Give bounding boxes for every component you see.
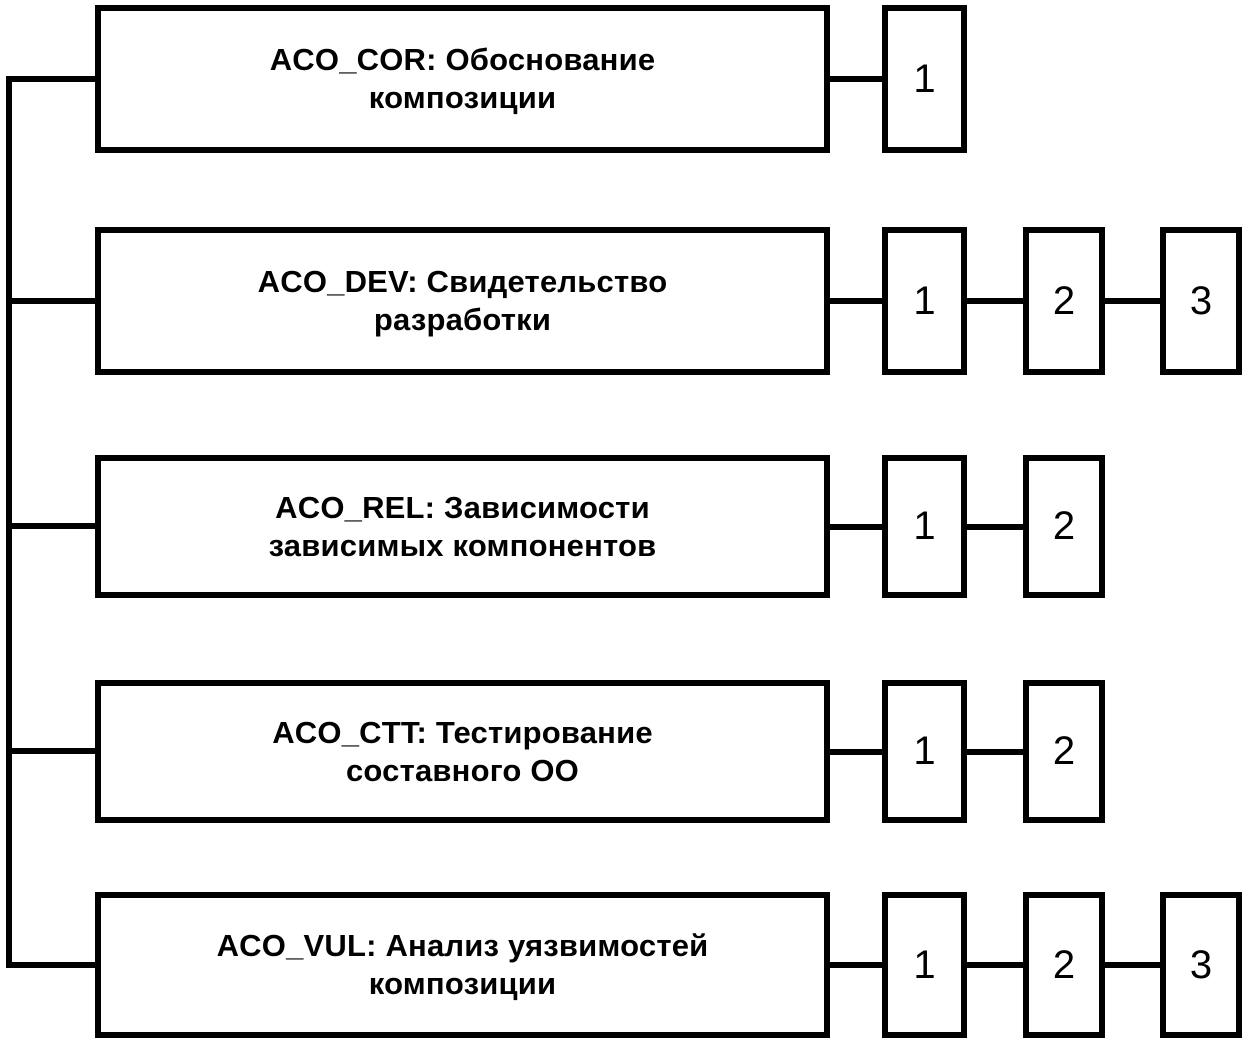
- component-box-aco-rel-1: 1: [882, 455, 967, 598]
- component-number: 3: [1189, 942, 1213, 987]
- component-box-aco-ctt-1: 1: [882, 680, 967, 823]
- family-row-aco-dev: ACO_DEV: Свидетельство разработки 1 2 3: [95, 227, 1242, 375]
- connector-line: [830, 962, 882, 968]
- connector-line: [967, 298, 1023, 304]
- family-label-line1: ACO_DEV: Свидетельство: [257, 264, 668, 299]
- family-label-aco-rel: ACO_REL: Зависимости зависимых компонент…: [269, 489, 657, 565]
- connector-line: [830, 298, 882, 304]
- connector-line: [1105, 962, 1160, 968]
- component-number: 3: [1189, 278, 1213, 323]
- connector-line: [830, 523, 882, 530]
- family-label-aco-ctt: ACO_CTT: Тестирование составного ОО: [272, 714, 653, 790]
- component-box-aco-vul-1: 1: [882, 892, 967, 1038]
- component-number: 2: [1052, 942, 1076, 987]
- component-box-aco-ctt-2: 2: [1023, 680, 1105, 823]
- family-label-line1: ACO_VUL: Анализ уязвимостей: [216, 928, 709, 963]
- component-box-aco-dev-2: 2: [1023, 227, 1105, 375]
- component-number: 2: [1052, 504, 1076, 548]
- branch-line-aco-dev: [6, 298, 95, 304]
- component-box-aco-vul-3: 3: [1160, 892, 1242, 1038]
- branch-line-aco-vul: [6, 962, 95, 968]
- family-box-aco-vul: ACO_VUL: Анализ уязвимостей композиции: [95, 892, 830, 1038]
- family-label-aco-vul: ACO_VUL: Анализ уязвимостей композиции: [217, 927, 709, 1003]
- component-number: 1: [913, 942, 936, 987]
- family-box-aco-ctt: ACO_CTT: Тестирование составного ОО: [95, 680, 830, 823]
- family-label-line2: зависимых компонентов: [268, 527, 657, 563]
- family-row-aco-cor: ACO_COR: Обоснование композиции 1: [95, 5, 967, 153]
- connector-line: [1105, 298, 1160, 304]
- family-row-aco-rel: ACO_REL: Зависимости зависимых компонент…: [95, 455, 1105, 598]
- family-label-line1: ACO_REL: Зависимости: [275, 489, 650, 525]
- component-number: 2: [1052, 278, 1076, 323]
- component-box-aco-rel-2: 2: [1023, 455, 1105, 598]
- family-label-line2: композиции: [368, 80, 557, 115]
- component-number: 1: [913, 278, 936, 323]
- component-box-aco-dev-1: 1: [882, 227, 967, 375]
- spine-line: [6, 76, 12, 968]
- component-box-aco-dev-3: 3: [1160, 227, 1242, 375]
- family-label-aco-cor: ACO_COR: Обоснование композиции: [270, 41, 656, 117]
- family-row-aco-vul: ACO_VUL: Анализ уязвимостей композиции 1…: [95, 892, 1242, 1038]
- component-number: 1: [913, 504, 936, 548]
- family-label-line2: разработки: [373, 302, 552, 337]
- component-number: 1: [913, 729, 936, 773]
- component-box-aco-cor-1: 1: [882, 5, 967, 153]
- family-box-aco-rel: ACO_REL: Зависимости зависимых компонент…: [95, 455, 830, 598]
- connector-line: [830, 76, 882, 82]
- family-row-aco-ctt: ACO_CTT: Тестирование составного ОО 1 2: [95, 680, 1105, 823]
- connector-line: [967, 523, 1023, 530]
- family-label-line2: составного ОО: [345, 752, 579, 788]
- connector-line: [967, 962, 1023, 968]
- connector-line: [830, 748, 882, 755]
- family-label-line1: ACO_CTT: Тестирование: [272, 714, 653, 750]
- family-box-aco-cor: ACO_COR: Обоснование композиции: [95, 5, 830, 153]
- component-number: 2: [1052, 729, 1076, 773]
- branch-line-aco-ctt: [6, 748, 95, 754]
- family-label-aco-dev: ACO_DEV: Свидетельство разработки: [258, 263, 668, 339]
- connector-line: [967, 748, 1023, 755]
- family-label-line1: ACO_COR: Обоснование: [269, 42, 656, 77]
- branch-line-aco-rel: [6, 523, 95, 529]
- branch-line-aco-cor: [6, 76, 95, 82]
- component-box-aco-vul-2: 2: [1023, 892, 1105, 1038]
- family-label-line2: композиции: [368, 966, 557, 1001]
- component-number: 1: [913, 56, 936, 101]
- family-box-aco-dev: ACO_DEV: Свидетельство разработки: [95, 227, 830, 375]
